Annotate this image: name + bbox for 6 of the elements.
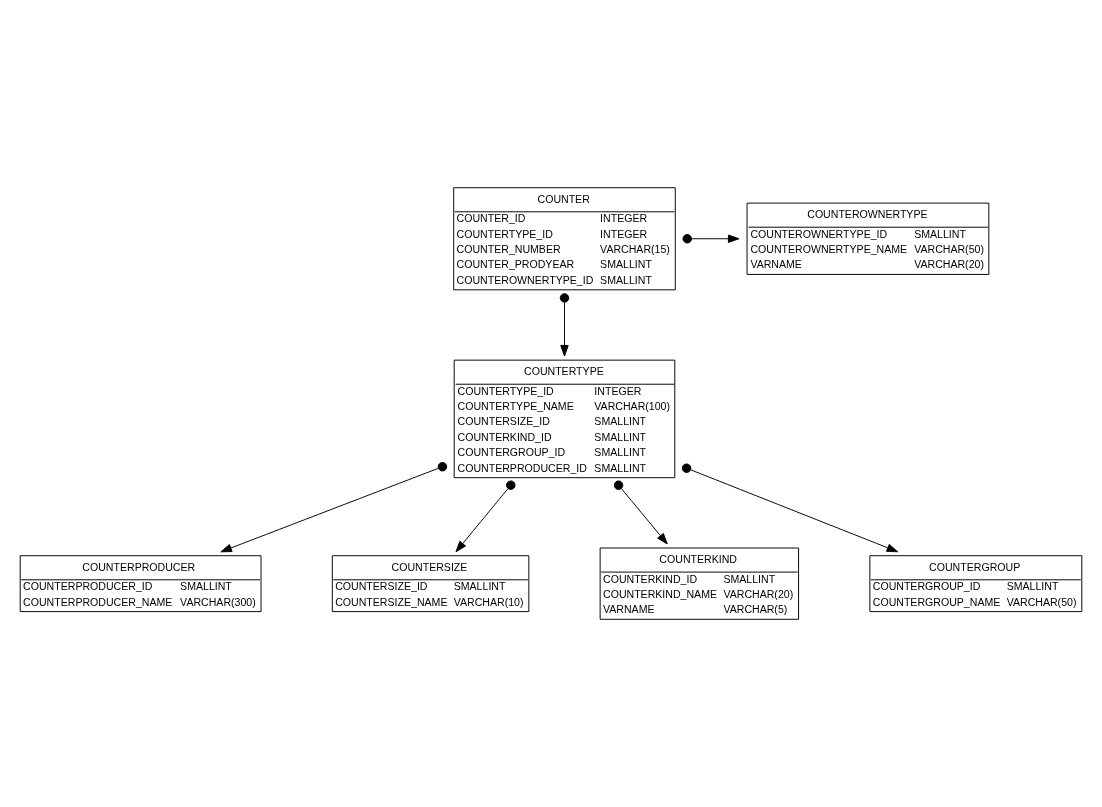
arrow — [682, 234, 740, 244]
arrow — [613, 480, 668, 545]
arrow — [559, 293, 570, 357]
arrow — [455, 480, 516, 553]
arrow — [681, 463, 899, 553]
arrow — [220, 462, 448, 553]
